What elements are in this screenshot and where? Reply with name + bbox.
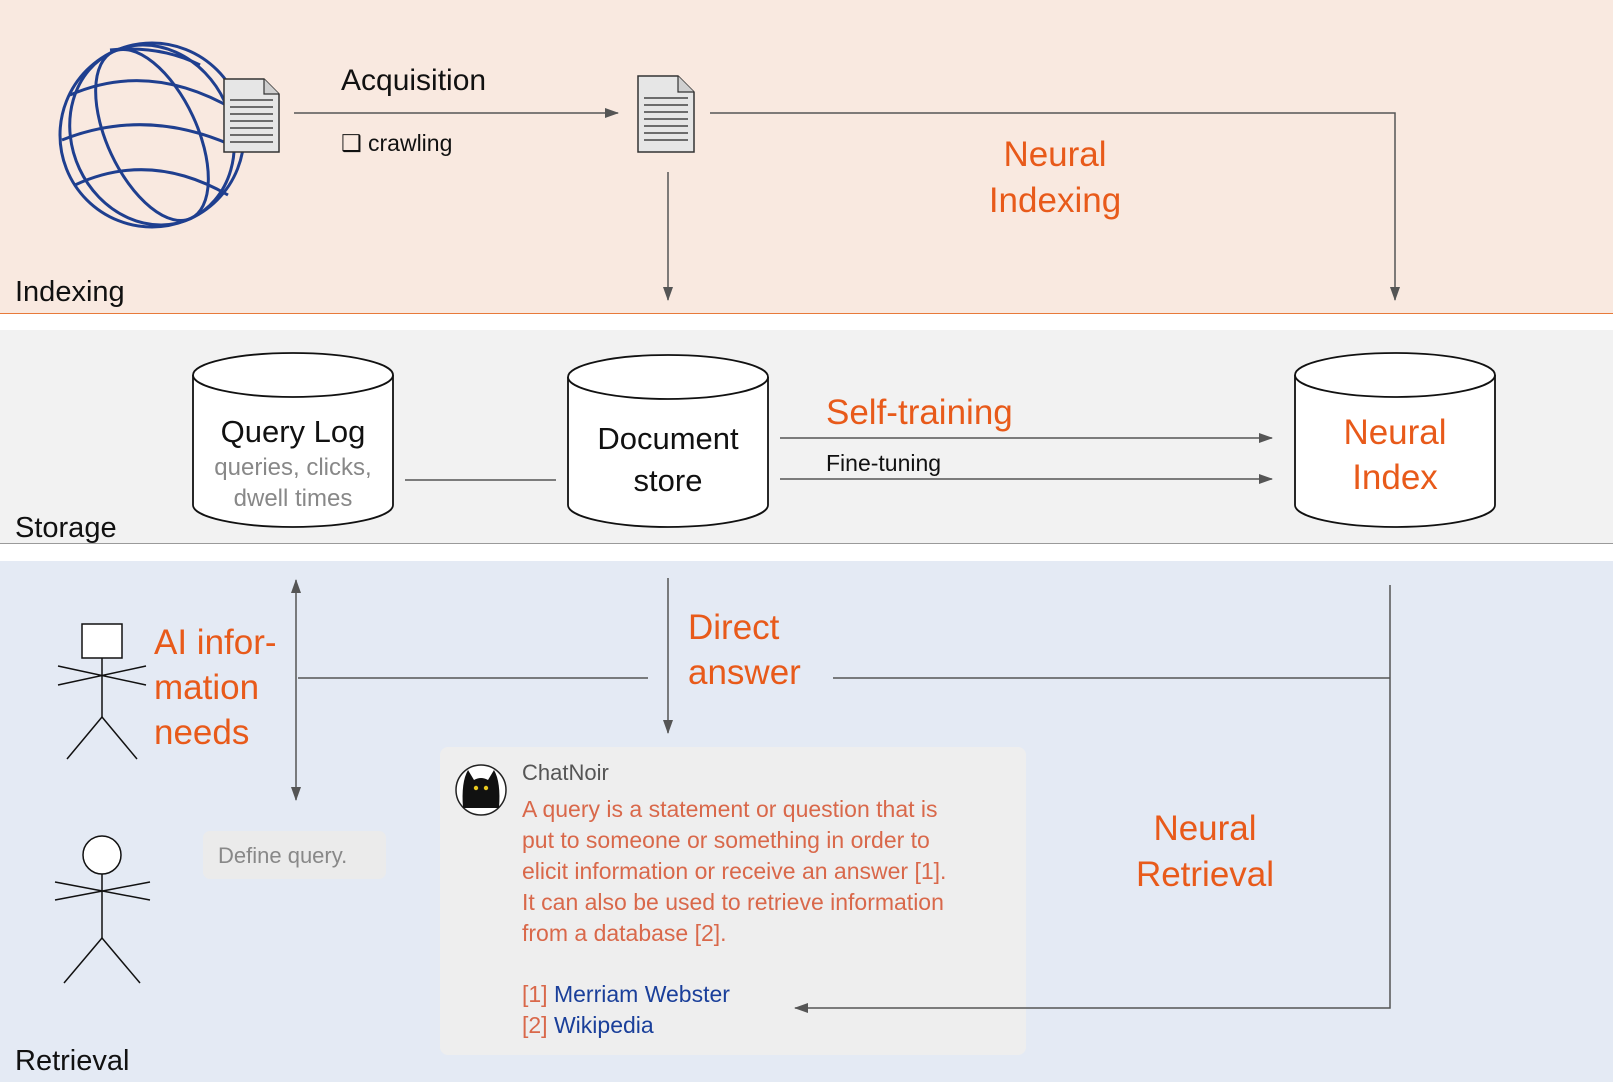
- direct-answer-label: Direct answer: [688, 608, 801, 692]
- query-log-cylinder: [192, 352, 394, 528]
- define-query-box: [203, 831, 386, 879]
- human-user-figure: [54, 835, 151, 984]
- define-query-label: Define query.: [218, 843, 348, 868]
- ai-agent-figure: [57, 623, 147, 760]
- reference-link-merriam-webster[interactable]: Merriam Webster: [553, 981, 730, 1007]
- chatnoir-answer-text: A query is a statement or question that …: [522, 796, 947, 946]
- query-log-label: Query Log queries, clicks, dwell times: [214, 414, 372, 512]
- fine-tuning-label: Fine-tuning: [826, 450, 942, 476]
- band-label-indexing: Indexing: [15, 276, 125, 308]
- document-icon-acquired: [637, 75, 695, 153]
- self-training-label: Self-training: [826, 393, 1013, 432]
- chatnoir-avatar: [455, 764, 507, 816]
- indexing-band: [0, 0, 1613, 314]
- reference-item[interactable]: [1] Merriam Webster: [522, 981, 730, 1007]
- document-store-cylinder: [567, 354, 769, 528]
- neural-indexing-label: Neural Indexing: [988, 135, 1122, 220]
- acquisition-bullet: ❑ crawling: [341, 130, 453, 156]
- reference-item[interactable]: [2] Wikipedia: [522, 1012, 654, 1038]
- chatnoir-answer-box: [440, 747, 1026, 1055]
- document-icon-source: [223, 78, 280, 153]
- ai-information-needs-label: AI infor- mation needs: [154, 623, 277, 752]
- neural-indexing-arrow: [710, 112, 1400, 301]
- band-label-storage: Storage: [15, 512, 117, 544]
- acquisition-title: Acquisition: [341, 64, 487, 97]
- neural-index-cylinder: [1294, 352, 1496, 528]
- chatnoir-name: ChatNoir: [522, 760, 609, 785]
- band-label-retrieval: Retrieval: [15, 1045, 130, 1077]
- neural-retrieval-label: Neural Retrieval: [1135, 809, 1275, 894]
- reference-link-wikipedia[interactable]: Wikipedia: [553, 1012, 654, 1038]
- document-store-label: Document store: [597, 421, 739, 498]
- globe-icon: [58, 41, 246, 229]
- neural-index-label: Neural Index: [1343, 413, 1447, 497]
- neural-retrieval-arrow: [794, 585, 1391, 1013]
- chatnoir-references: [1] Merriam Webster [2] Wikipedia: [522, 979, 730, 1041]
